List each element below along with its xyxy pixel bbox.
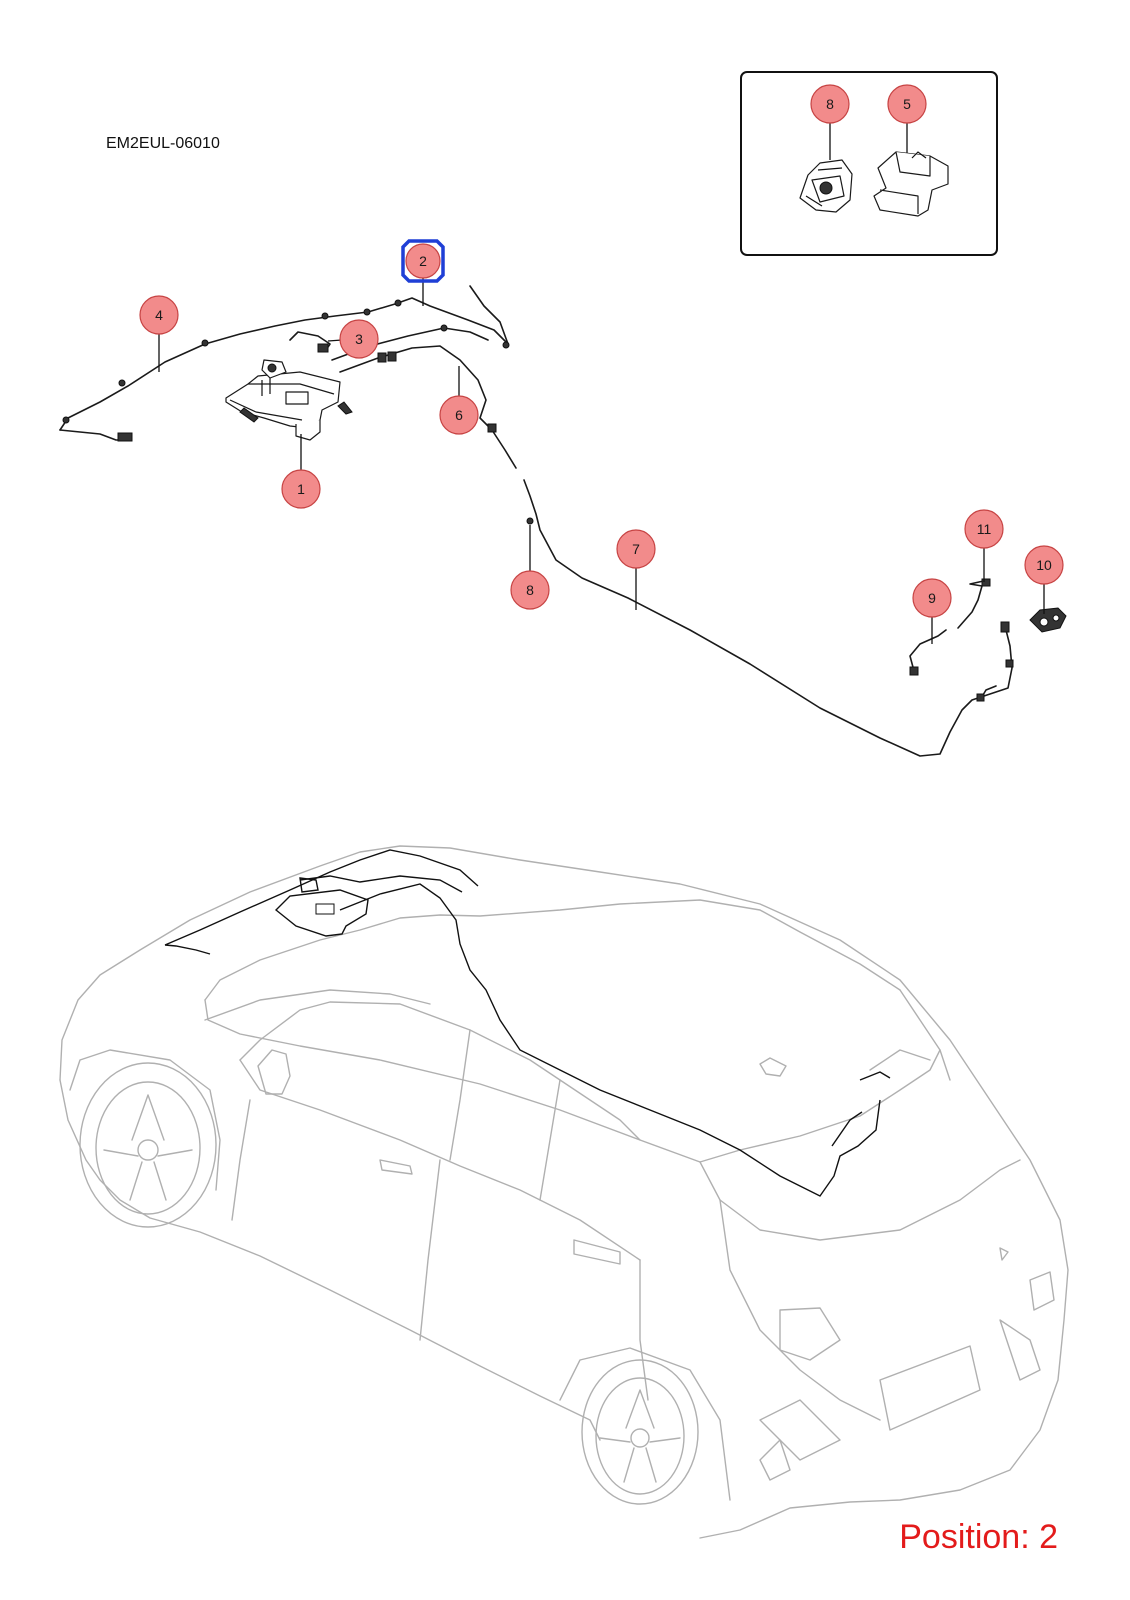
inset-callout-8: 8 [810,84,850,124]
harness-7 [523,479,1013,757]
clip-8-small-icon [526,517,534,525]
callout-10-label: 10 [1036,557,1052,573]
callout-7-label: 7 [632,541,640,557]
callout-8: 8 [510,570,550,610]
callout-3: 3 [339,319,379,359]
car-illustration [59,845,1069,1539]
callout-9-label: 9 [928,590,936,606]
callout-1: 1 [281,469,321,509]
callout-8-label: 8 [526,582,534,598]
callout-1-label: 1 [297,481,305,497]
inset-callout-5-label: 5 [903,96,911,112]
position-label: Position: 2 [899,1518,1058,1556]
callout-11-label: 11 [977,521,992,537]
callout-2-label: 2 [419,253,427,269]
harness-4 [59,297,509,431]
callout-3-label: 3 [355,331,363,347]
inset-callout-8-label: 8 [826,96,834,112]
inset-callout-5: 5 [887,84,927,124]
exploded-harness-view: 1 2 3 4 6 7 8 9 [59,239,1067,757]
callout-6-label: 6 [455,407,463,423]
callout-10: 10 [1024,545,1064,585]
clip-8-detail-icon [799,107,853,213]
callout-4-label: 4 [155,307,163,323]
callout-9: 9 [912,578,952,618]
control-module-1-icon [225,359,353,441]
inset-detail-box: 8 5 [740,71,998,256]
callout-4: 4 [139,295,179,335]
camera-connector-10-icon [1029,607,1067,633]
clip-5-detail-icon [873,107,949,217]
callout-11: 11 [964,509,1004,549]
document-code: EM2EUL-06010 [106,135,220,152]
callout-2-highlighted: 2 [401,239,445,283]
callout-6: 6 [439,395,479,435]
callout-7: 7 [616,529,656,569]
